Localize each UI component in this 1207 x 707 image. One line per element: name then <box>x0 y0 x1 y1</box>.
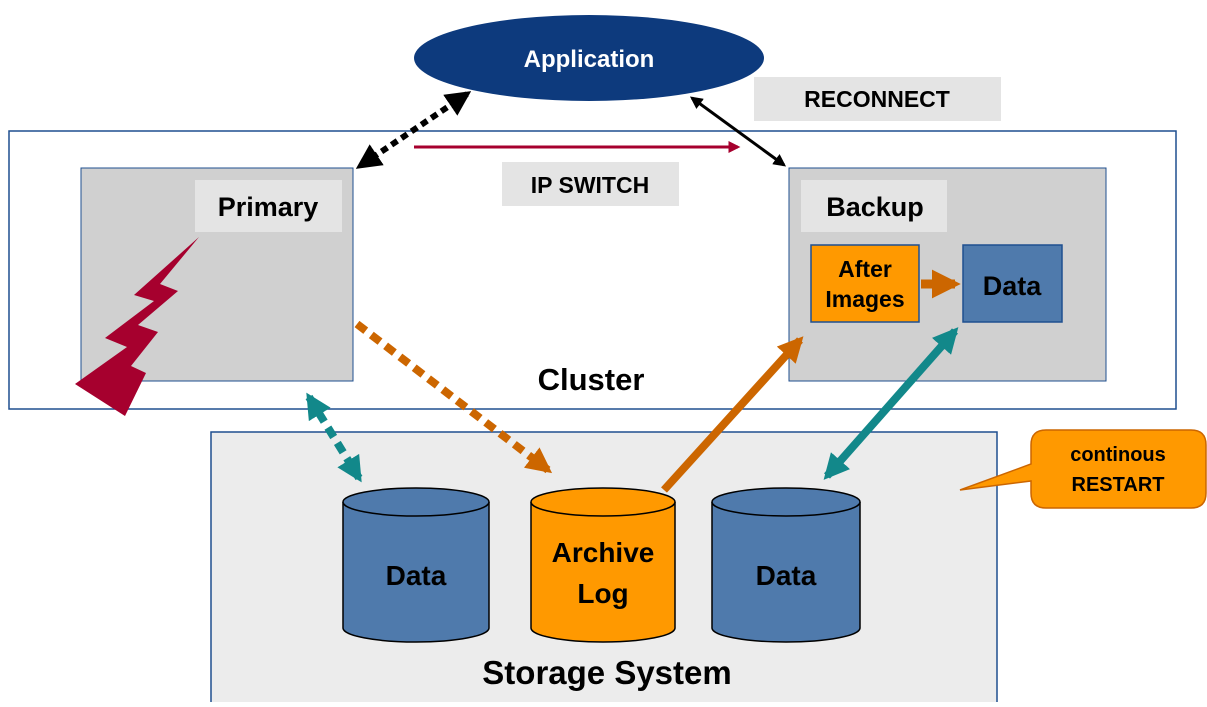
after-images-line1: After <box>838 256 892 282</box>
after-images-box <box>810 244 920 323</box>
application-primary-link <box>355 91 472 169</box>
backup-label: Backup <box>826 192 924 222</box>
archive-log-to-after-images-arrow <box>661 336 804 493</box>
primary-data-link <box>305 392 363 483</box>
reconnect-label: RECONNECT <box>804 86 950 112</box>
callout-line1: continous <box>1070 444 1166 466</box>
archive-log-cylinder <box>530 487 676 643</box>
cluster-label: Cluster <box>538 362 645 397</box>
backup-data-label: Data <box>983 271 1043 301</box>
after-images-line2: Images <box>825 286 904 312</box>
archive-log-line2: Log <box>577 578 628 609</box>
archive-log-line1: Archive <box>552 537 655 568</box>
primary-to-archive-log-arrow <box>354 320 553 474</box>
storage-system-label: Storage System <box>482 654 731 691</box>
restart-callout <box>959 429 1207 509</box>
application-node <box>414 15 764 101</box>
application-backup-reconnect-link <box>689 96 787 167</box>
ip-switch-label-box <box>502 162 679 206</box>
ip-switch-label: IP SWITCH <box>531 172 649 198</box>
storage-data-right-cylinder <box>711 487 861 643</box>
reconnect-label-box <box>754 77 1001 121</box>
storage-data-left-label: Data <box>386 560 447 591</box>
backup-data-box <box>962 244 1063 323</box>
application-label: Application <box>524 46 655 73</box>
storage-data-right-label: Data <box>756 560 817 591</box>
backup-data-storage-link <box>823 327 959 480</box>
storage-data-left-cylinder <box>342 487 490 643</box>
primary-label-box <box>195 180 342 232</box>
failure-lightning-icon <box>75 237 199 416</box>
callout-line2: RESTART <box>1072 474 1165 496</box>
backup-label-box <box>801 180 947 232</box>
primary-label: Primary <box>218 192 319 222</box>
